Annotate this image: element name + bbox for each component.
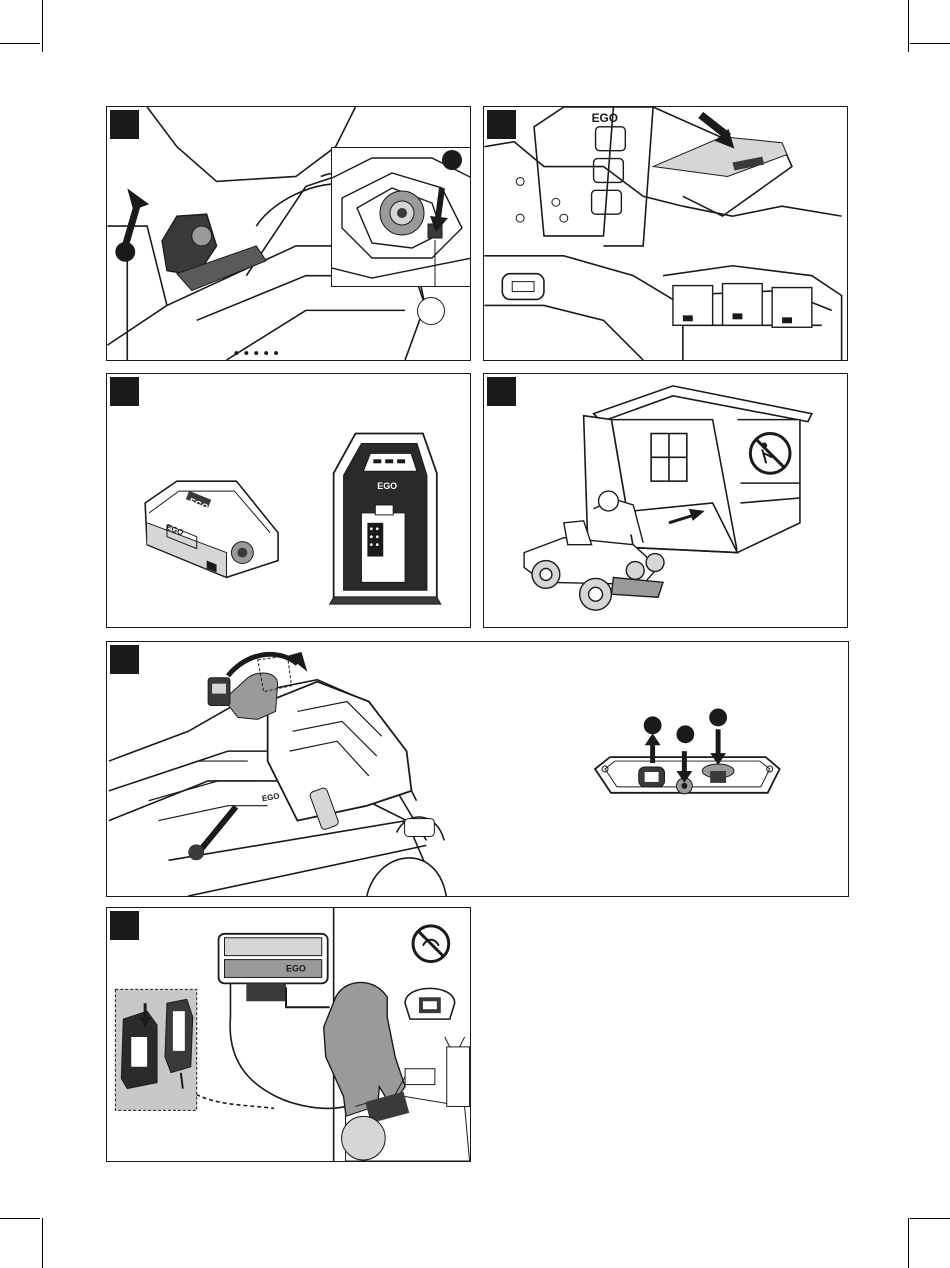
battery-and-charger-illustration: EGO EGO EGO	[107, 374, 470, 627]
storage-shed-illustration	[484, 374, 847, 627]
wall-mounted-charger: EGO	[219, 934, 330, 1007]
control-switch-plate	[595, 708, 780, 793]
crop-mark-bl-h	[0, 1218, 40, 1219]
panel-battery-release	[106, 106, 471, 361]
panel-number-tag	[110, 645, 139, 674]
crop-mark-br-h	[910, 1218, 950, 1219]
inset-button-illustration	[332, 148, 471, 286]
panel-open-hood: EGO	[483, 106, 848, 361]
panel-seat-and-switches: EGO	[106, 641, 849, 897]
wall-charger-illustration: EGO	[107, 908, 470, 1161]
charger-logo: EGO	[286, 963, 306, 973]
charger-logo: EGO	[377, 481, 397, 491]
seat-logo: EGO	[261, 791, 280, 803]
panel-number-tag	[110, 911, 139, 940]
crop-mark-tr-v	[908, 0, 909, 52]
crop-mark-bl-v	[42, 1218, 43, 1268]
panel-battery-and-charger: EGO EGO EGO	[106, 373, 471, 628]
panel-number-tag	[110, 377, 139, 406]
crop-mark-tr-h	[910, 43, 950, 44]
callout-dot	[442, 150, 462, 170]
panel-storage-shed	[483, 373, 848, 628]
panel-number-tag	[487, 377, 516, 406]
crop-mark-tl-h	[0, 43, 40, 44]
panel-number-tag	[487, 110, 516, 139]
brand-logo: EGO	[592, 111, 618, 125]
crop-mark-br-v	[908, 1218, 909, 1268]
panel-wall-charger-connection: EGO	[106, 907, 471, 1162]
battery-pack: EGO EGO	[145, 481, 278, 577]
callout-dot	[709, 708, 727, 726]
steering-wheel	[405, 988, 455, 1019]
battery-charger: EGO	[330, 434, 441, 605]
inset-detail-box	[331, 147, 471, 287]
open-hood-illustration: EGO	[484, 107, 847, 360]
seat-and-switches-illustration: EGO	[107, 642, 848, 896]
crop-mark-tl-v	[42, 0, 43, 52]
no-children-prohibition-icon	[750, 434, 790, 474]
callout-dot	[676, 725, 694, 743]
no-water-prohibition-icon	[413, 926, 449, 962]
callout-circle	[417, 297, 445, 325]
callout-dot	[115, 242, 135, 262]
callout-dot	[644, 716, 662, 734]
panel-number-tag	[110, 110, 139, 139]
